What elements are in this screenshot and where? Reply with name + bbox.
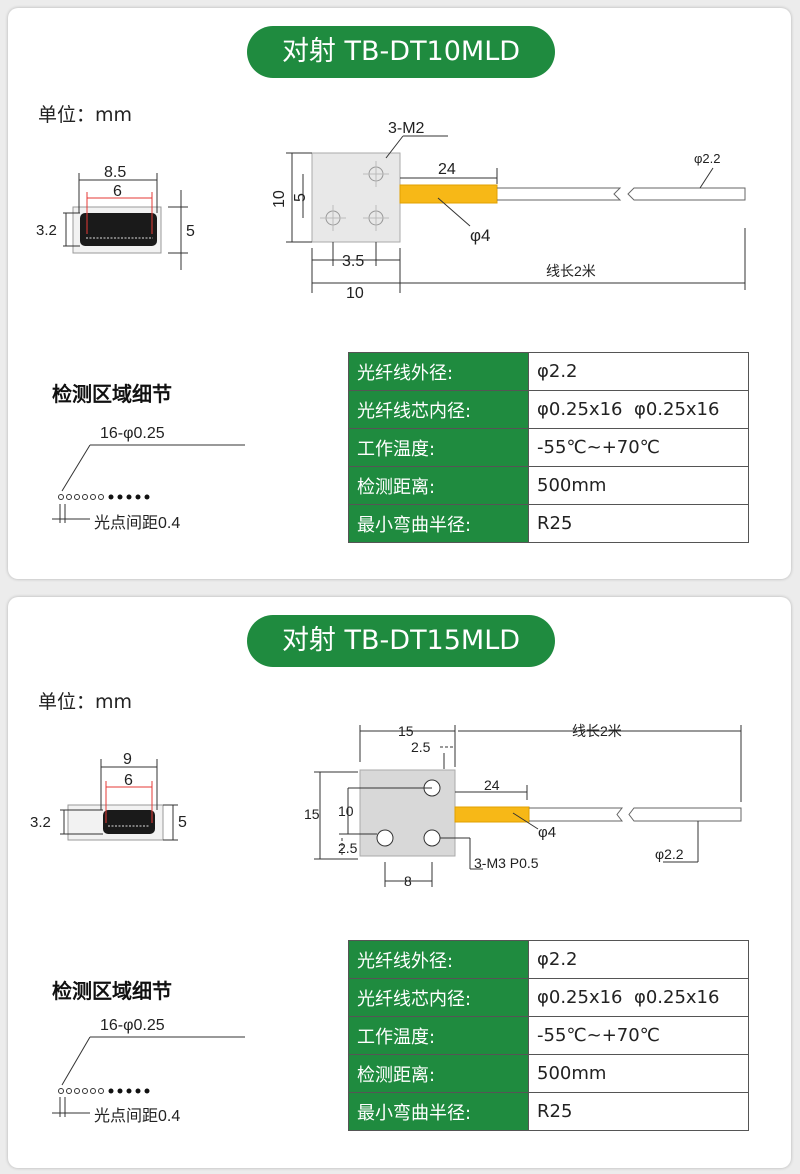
dim-width: 9 <box>123 751 132 768</box>
spec-value: 500mm <box>528 466 749 505</box>
spec-value: φ2.2 <box>528 352 749 391</box>
dim-thread: 3-M2 <box>388 120 425 137</box>
detail-title: 检测区域细节 <box>52 382 172 406</box>
dim-sleeve-diameter: φ4 <box>470 226 490 245</box>
detail-title: 检测区域细节 <box>52 979 172 1003</box>
dim-window: 6 <box>113 183 122 200</box>
spec-key: 检测距离: <box>348 1054 529 1093</box>
dim-width: 8.5 <box>104 164 126 181</box>
spec-key: 光纤线芯内径: <box>348 390 529 429</box>
table-row: 光纤线芯内径:φ0.25x16 φ0.25x16 <box>348 390 749 429</box>
detail-spots: 16-φ0.25 <box>100 1017 165 1034</box>
dim-core-height: 3.2 <box>30 814 51 831</box>
dim-thread: 3-M3 P0.5 <box>474 855 539 871</box>
spec-value: R25 <box>528 1092 749 1131</box>
spec-key: 光纤线芯内径: <box>348 978 529 1017</box>
dim-cable-length: 线长2米 <box>546 263 596 279</box>
table-row: 光纤线芯内径:φ0.25x16 φ0.25x16 <box>348 978 749 1017</box>
dim-side-height: 15 <box>304 806 320 822</box>
product-panel-tb-dt10mld: 8.5 6 3.2 5 3-M2 24 φ4 φ2.2 线长2米 10 5 3.… <box>8 8 791 579</box>
table-row: 工作温度:-55℃~+70℃ <box>348 428 749 467</box>
product-title: 对射 TB-DT15MLD <box>247 615 555 667</box>
table-row: 光纤线外径:φ2.2 <box>348 352 749 391</box>
dim-height: 5 <box>178 814 187 831</box>
detail-pitch: 光点间距0.4 <box>94 514 180 532</box>
spec-table: 光纤线外径:φ2.2 光纤线芯内径:φ0.25x16 φ0.25x16 工作温度… <box>348 940 749 1131</box>
unit-label: 单位：mm <box>38 691 133 713</box>
detail-pitch: 光点间距0.4 <box>94 1107 180 1125</box>
dim-side-width: 10 <box>346 285 364 302</box>
unit-label: 单位：mm <box>38 104 133 126</box>
dim-height: 5 <box>186 223 195 240</box>
dim-side-width: 15 <box>398 723 414 739</box>
spec-value: 500mm <box>528 1054 749 1093</box>
table-row: 检测距离:500mm <box>348 1054 749 1093</box>
dim-hole-pitch-v: 5 <box>292 193 309 202</box>
detail-spot-row <box>58 1088 150 1094</box>
spec-value: -55℃~+70℃ <box>528 1016 749 1055</box>
dim-hole-pitch-h: 3.5 <box>342 253 364 270</box>
spec-value: R25 <box>528 504 749 543</box>
spec-value: φ2.2 <box>528 940 749 979</box>
spec-key: 最小弯曲半径: <box>348 1092 529 1131</box>
table-row: 工作温度:-55℃~+70℃ <box>348 1016 749 1055</box>
dim-cable-diameter: φ2.2 <box>694 151 721 166</box>
detail-spot-row <box>58 494 150 500</box>
spec-value: φ0.25x16 φ0.25x16 <box>528 390 749 429</box>
dim-sleeve-diameter: φ4 <box>538 824 556 841</box>
spec-value: -55℃~+70℃ <box>528 428 749 467</box>
table-row: 光纤线外径:φ2.2 <box>348 940 749 979</box>
spec-key: 工作温度: <box>348 428 529 467</box>
dim-core-height: 3.2 <box>36 222 57 239</box>
spec-table: 光纤线外径:φ2.2 光纤线芯内径:φ0.25x16 φ0.25x16 工作温度… <box>348 352 749 543</box>
dim-cable-diameter: φ2.2 <box>655 846 684 862</box>
dim-sleeve-length: 24 <box>484 777 500 793</box>
spec-key: 光纤线外径: <box>348 352 529 391</box>
table-row: 最小弯曲半径:R25 <box>348 1092 749 1131</box>
table-row: 检测距离:500mm <box>348 466 749 505</box>
spec-key: 工作温度: <box>348 1016 529 1055</box>
product-panel-tb-dt15mld: 9 6 3.2 5 15 线长2米 2.5 24 φ4 φ2.2 3-M3 P0… <box>8 597 791 1168</box>
dim-side-height: 10 <box>271 190 288 208</box>
dim-window: 6 <box>124 772 133 789</box>
dim-sleeve-length: 24 <box>438 161 456 178</box>
dim-cable-length: 线长2米 <box>572 723 622 739</box>
detail-spots: 16-φ0.25 <box>100 425 165 442</box>
dim-hole-pitch-h: 8 <box>404 873 412 889</box>
product-title: 对射 TB-DT10MLD <box>247 26 555 78</box>
dim-edge-v: 2.5 <box>338 840 358 856</box>
dim-edge-h: 2.5 <box>411 739 431 755</box>
spec-key: 最小弯曲半径: <box>348 504 529 543</box>
spec-key: 光纤线外径: <box>348 940 529 979</box>
dimension-drawing: 8.5 6 3.2 5 3-M2 24 φ4 φ2.2 线长2米 10 5 3.… <box>36 120 746 532</box>
table-row: 最小弯曲半径:R25 <box>348 504 749 543</box>
dim-hole-pitch-v: 10 <box>338 803 354 819</box>
spec-value: φ0.25x16 φ0.25x16 <box>528 978 749 1017</box>
dimension-drawing: 9 6 3.2 5 15 线长2米 2.5 24 φ4 φ2.2 3-M3 P0… <box>30 723 742 1125</box>
spec-key: 检测距离: <box>348 466 529 505</box>
